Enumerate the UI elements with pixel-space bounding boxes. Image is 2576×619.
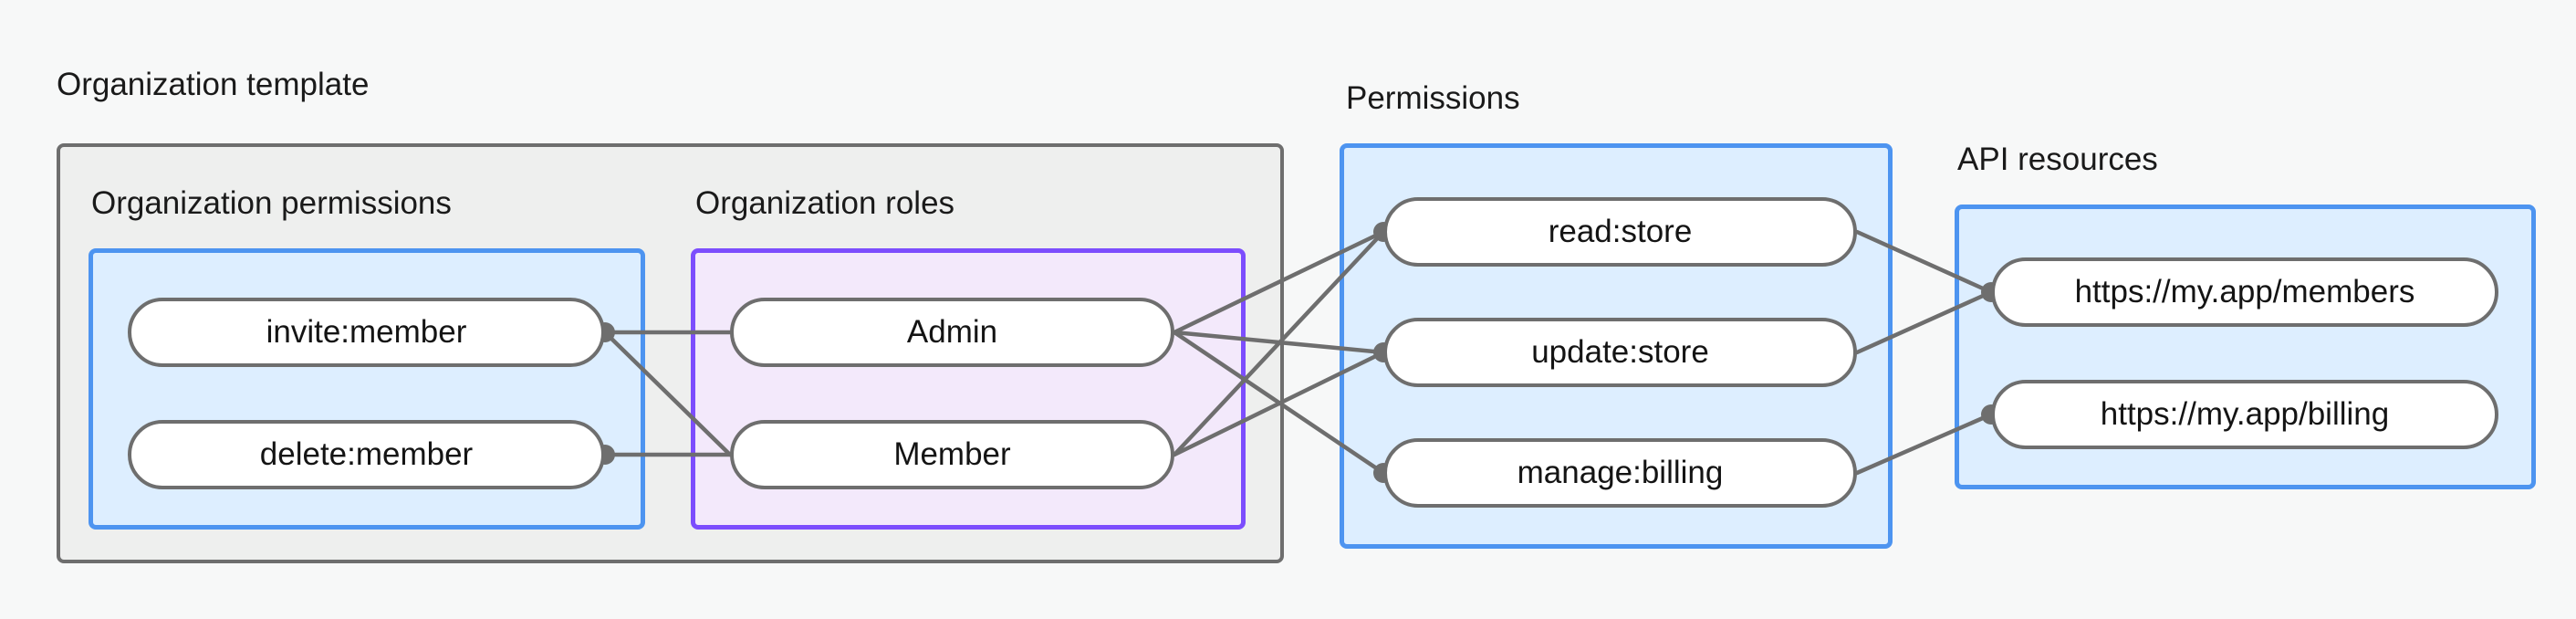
node-member[interactable]: Member [730,420,1174,489]
node-update-store[interactable]: update:store [1383,318,1857,387]
heading-organization-roles: Organization roles [695,185,955,221]
node-read-store[interactable]: read:store [1383,197,1857,267]
node-invite-member[interactable]: invite:member [128,298,605,367]
caption-organization-template: Organization template [57,67,370,102]
node-admin[interactable]: Admin [730,298,1174,367]
node-delete-member[interactable]: delete:member [128,420,605,489]
node-api-resource-members[interactable]: https://my.app/members [1991,257,2498,327]
heading-organization-permissions: Organization permissions [91,185,452,221]
caption-permissions: Permissions [1346,80,1520,116]
caption-api-resources: API resources [1957,142,2158,177]
node-manage-billing[interactable]: manage:billing [1383,438,1857,508]
node-api-resource-billing[interactable]: https://my.app/billing [1991,380,2498,449]
